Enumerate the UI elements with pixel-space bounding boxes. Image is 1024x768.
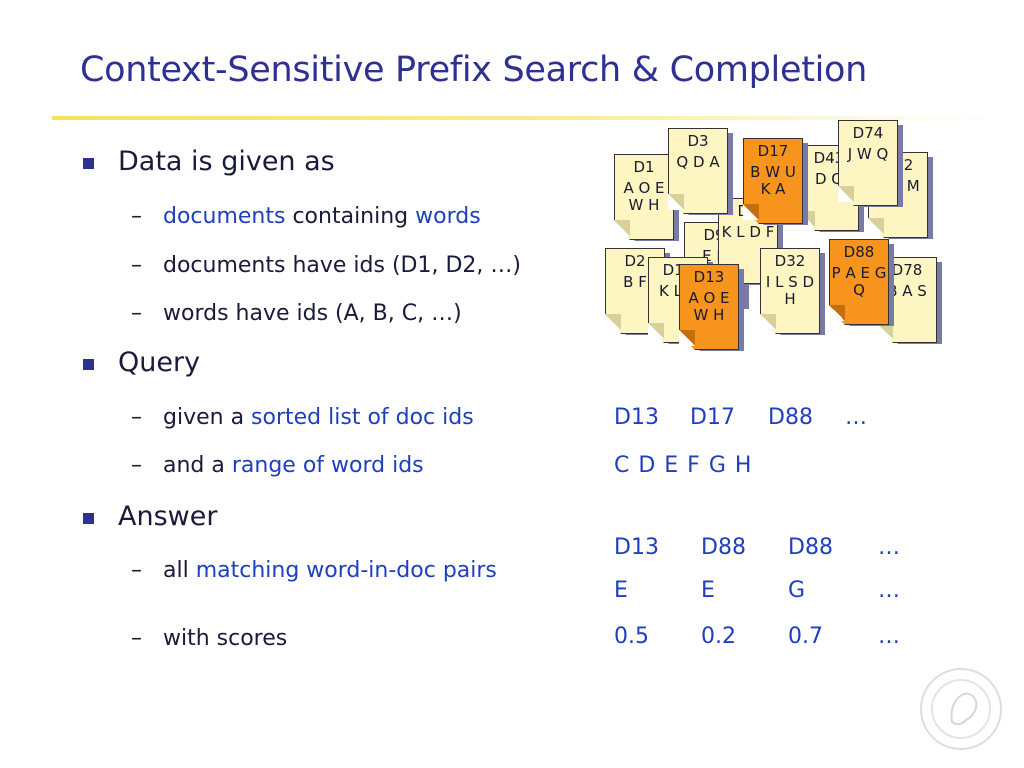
doc-id: D17: [757, 142, 789, 160]
bullet-answer: Answer: [83, 501, 218, 532]
term-matching-pairs: matching word-in-doc pairs: [195, 558, 497, 583]
answer-score-1: 0.2: [701, 624, 736, 649]
doc-id: D13: [693, 268, 725, 286]
dash-icon: –: [131, 626, 142, 651]
doc-id: D32: [774, 252, 806, 270]
doc-words: A O E W H: [688, 289, 730, 324]
document-card-highlighted: D13 A O E W H: [679, 264, 739, 346]
sub-word-ids: – words have ids (A, B, C, …): [131, 301, 462, 326]
doc-id: D43: [813, 149, 845, 167]
document-card: D74 J W Q: [838, 120, 898, 202]
bullet-data: Data is given as: [83, 146, 335, 177]
document-card: D32 I L S D H: [760, 248, 820, 330]
query-doc-id-1: D17: [690, 405, 735, 430]
term-documents: documents: [163, 204, 286, 229]
query-doc-id-3: …: [845, 405, 867, 430]
answer-word-2: G: [788, 578, 806, 603]
bullet-data-label: Data is given as: [118, 146, 335, 177]
doc-id: D2: [624, 252, 646, 270]
document-card-highlighted: D88 P A E G Q: [829, 239, 889, 321]
answer-score-0: 0.5: [614, 624, 649, 649]
sub-sorted-list: – given a sorted list of doc ids: [131, 405, 474, 430]
query-doc-id-0: D13: [614, 405, 659, 430]
doc-words: I L S D H: [765, 273, 815, 308]
sub-doc-ids-text: documents have ids (D1, D2, …): [163, 253, 521, 278]
doc-words: Q D A: [676, 153, 720, 171]
query-word-range: C D E F G H: [614, 453, 753, 478]
sub-scores-text: with scores: [163, 626, 288, 651]
answer-word-1: E: [701, 578, 715, 603]
dash-icon: –: [131, 405, 142, 430]
slide-title: Context-Sensitive Prefix Search & Comple…: [80, 50, 868, 90]
answer-word-0: E: [614, 578, 628, 603]
answer-word-3: …: [878, 578, 900, 603]
title-underline: [52, 116, 992, 120]
sub-range: – and a range of word ids: [131, 453, 424, 478]
bullet-query: Query: [83, 347, 201, 378]
sub-documents-words: – documents containing words: [131, 204, 481, 229]
doc-words: B W U K A: [750, 163, 796, 198]
answer-doc-2: D88: [788, 535, 833, 560]
term-words: words: [415, 204, 481, 229]
doc-id: D74: [852, 124, 884, 142]
doc-id: D78: [891, 261, 923, 279]
sub-word-ids-text: words have ids (A, B, C, …): [163, 301, 462, 326]
sub-matching: – all matching word-in-doc pairs: [131, 558, 497, 583]
doc-id: D1: [633, 158, 655, 176]
term-sorted-list: sorted list of doc ids: [251, 405, 474, 430]
doc-id: D3: [687, 132, 709, 150]
answer-score-2: 0.7: [788, 624, 823, 649]
query-doc-id-2: D88: [768, 405, 813, 430]
doc-words: J W Q: [847, 145, 889, 163]
doc-words: A O E W H: [623, 179, 665, 214]
text-and-a: and a: [163, 453, 232, 478]
sub-doc-ids: – documents have ids (D1, D2, …): [131, 253, 521, 278]
seal-head-icon: [950, 692, 978, 726]
document-card: D3 Q D A: [668, 128, 728, 210]
term-range: range of word ids: [231, 453, 424, 478]
text-all: all: [163, 558, 196, 583]
dash-icon: –: [131, 558, 142, 583]
bullet-square-icon: [83, 513, 94, 524]
dash-icon: –: [131, 301, 142, 326]
sub-scores: – with scores: [131, 626, 288, 651]
doc-words: B A S: [887, 282, 927, 300]
text-containing: containing: [285, 204, 416, 229]
doc-words: D Q: [814, 170, 844, 188]
bullet-square-icon: [83, 359, 94, 370]
document-card-highlighted: D17 B W U K A: [743, 138, 803, 220]
answer-doc-3: …: [878, 535, 900, 560]
document-card: D1 A O E W H: [614, 154, 674, 236]
answer-score-3: …: [878, 624, 900, 649]
doc-words: P A E G Q: [831, 264, 887, 299]
answer-doc-1: D88: [701, 535, 746, 560]
dash-icon: –: [131, 453, 142, 478]
bullet-square-icon: [83, 158, 94, 169]
doc-words: B F: [623, 273, 647, 291]
doc-words: K L D F: [721, 223, 775, 241]
doc-id: D88: [843, 243, 875, 261]
dash-icon: –: [131, 253, 142, 278]
bullet-answer-label: Answer: [118, 501, 218, 532]
text-given-a: given a: [163, 405, 252, 430]
institution-seal-logo: [920, 668, 1002, 750]
answer-doc-0: D13: [614, 535, 659, 560]
bullet-query-label: Query: [118, 347, 201, 378]
dash-icon: –: [131, 204, 142, 229]
